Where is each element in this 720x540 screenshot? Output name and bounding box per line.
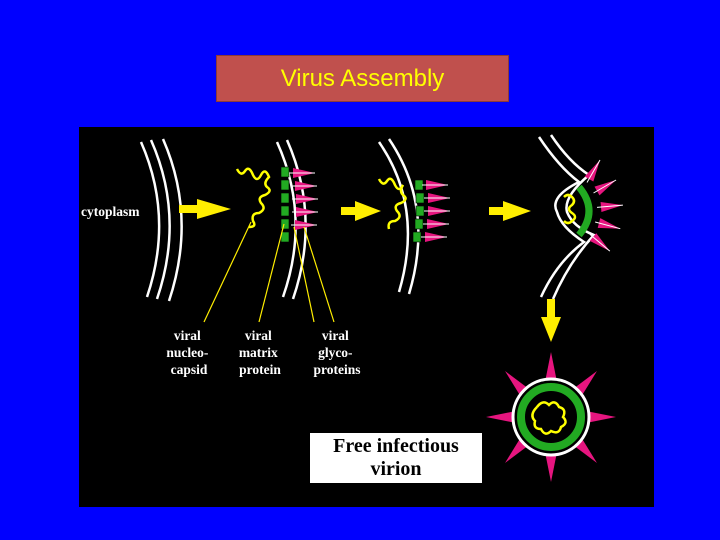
virion-callout: Free infectious virion xyxy=(310,433,482,483)
title-banner: Virus Assembly xyxy=(216,55,509,102)
glycoproteins-stage-3 xyxy=(421,180,450,242)
membrane-stage-1 xyxy=(141,139,182,301)
cytoplasm-label: cytoplasm xyxy=(81,204,140,219)
free-virion xyxy=(486,352,616,482)
arrow-down xyxy=(541,299,561,342)
virion-callout-line-2: virion xyxy=(310,458,482,481)
arrow-3 xyxy=(489,201,531,221)
matrix-protein-label: viral matrix protein xyxy=(239,328,282,377)
matrix-proteins-stage-3 xyxy=(413,180,424,242)
slide-title: Virus Assembly xyxy=(281,65,445,93)
leader-lines xyxy=(204,222,334,322)
nucleocapsid-stage-3 xyxy=(379,179,406,229)
nucleocapsid-stage-2 xyxy=(237,169,270,227)
glycoproteins-label: viral glyco- proteins xyxy=(313,328,360,377)
arrow-2 xyxy=(341,201,381,221)
matrix-shell-stage-4 xyxy=(579,187,589,235)
arrow-1 xyxy=(179,199,231,219)
glycoproteins-stage-2 xyxy=(289,168,318,230)
diagram-panel: cytoplasm xyxy=(79,127,654,507)
virion-callout-line-1: Free infectious xyxy=(310,435,482,458)
nucleocapsid-label: viral nucleo- capsid xyxy=(166,328,211,377)
